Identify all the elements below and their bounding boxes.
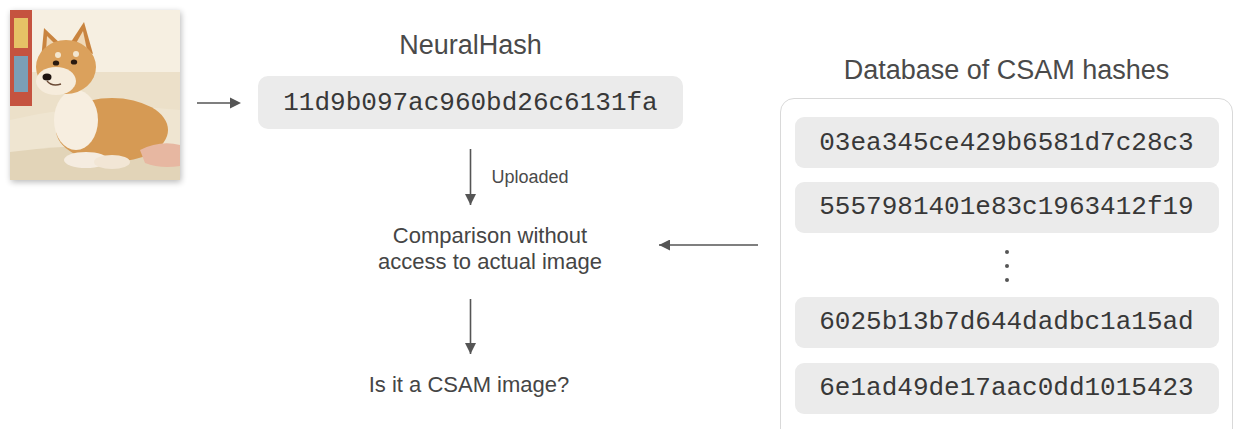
photo-wall — [10, 10, 180, 180]
dog-muzzle — [36, 67, 76, 95]
label-text: Comparison without access to actual imag… — [359, 223, 621, 275]
edge-label-holder: Uploaded — [492, 166, 569, 188]
photo-shelf — [10, 10, 32, 106]
hash-box: 6025b13b7d644dadbc1a15ad — [795, 297, 1219, 348]
heading-row: NeuralHash — [258, 29, 683, 61]
label-text: Is it a CSAM image? — [369, 372, 570, 398]
hash-text: 5557981401e83c1963412f19 — [819, 192, 1193, 222]
dog-chest — [54, 90, 98, 150]
dog-head — [36, 40, 96, 94]
process-text: Comparison without access to actual imag… — [343, 207, 637, 291]
flow-arrow — [470, 149, 472, 205]
hash-text: 6e1ad49de17aac0dd1015423 — [819, 373, 1193, 403]
photo-hand — [140, 143, 180, 167]
input-arrow — [197, 102, 231, 104]
ellipsis-dot — [1005, 250, 1009, 254]
hash-box: 6e1ad49de17aac0dd1015423 — [795, 363, 1219, 414]
dog-photo — [10, 10, 180, 180]
ellipsis-dot — [1005, 264, 1009, 268]
hash-text: 6025b13b7d644dadbc1a15ad — [819, 307, 1193, 337]
ellipsis-dot — [1005, 278, 1009, 282]
photo-book — [14, 18, 28, 48]
input-arrowhead — [230, 98, 241, 109]
flow-arrow — [470, 299, 472, 354]
dog-mouth — [47, 81, 61, 85]
edge-label: Uploaded — [492, 167, 569, 187]
hash-frame: 11d9b097ac960bd26c6131fa — [258, 76, 683, 129]
dog-brow — [55, 52, 61, 58]
heading-row: Database of CSAM hashes — [780, 54, 1233, 86]
hash-text: 03ea345ce429b6581d7c28c3 — [819, 128, 1193, 158]
result-text: Is it a CSAM image? — [357, 360, 582, 410]
dog-paw — [94, 155, 130, 169]
hash-text: 11d9b097ac960bd26c6131fa — [283, 88, 657, 118]
dog-brow — [73, 51, 79, 57]
heading-text: NeuralHash — [399, 30, 542, 60]
database-panel: Database of CSAM hashes 03ea345ce429b6581… — [780, 54, 1233, 429]
heading-text: Database of CSAM hashes — [844, 55, 1170, 85]
photo-book — [14, 56, 28, 92]
dog-eye — [71, 59, 77, 64]
hash-box: 03ea345ce429b6581d7c28c3 — [795, 117, 1219, 168]
hash-box: NeuralHash 11d9b097ac960bd26c6131fa — [258, 29, 683, 129]
hash-box: 5557981401e83c1963412f19 — [795, 182, 1219, 233]
dog-nose — [43, 74, 52, 81]
panel-frame: 03ea345ce429b6581d7c28c3 5557981401e83c19… — [780, 98, 1233, 429]
dog-eye — [53, 60, 59, 65]
flow-arrow — [659, 244, 758, 246]
